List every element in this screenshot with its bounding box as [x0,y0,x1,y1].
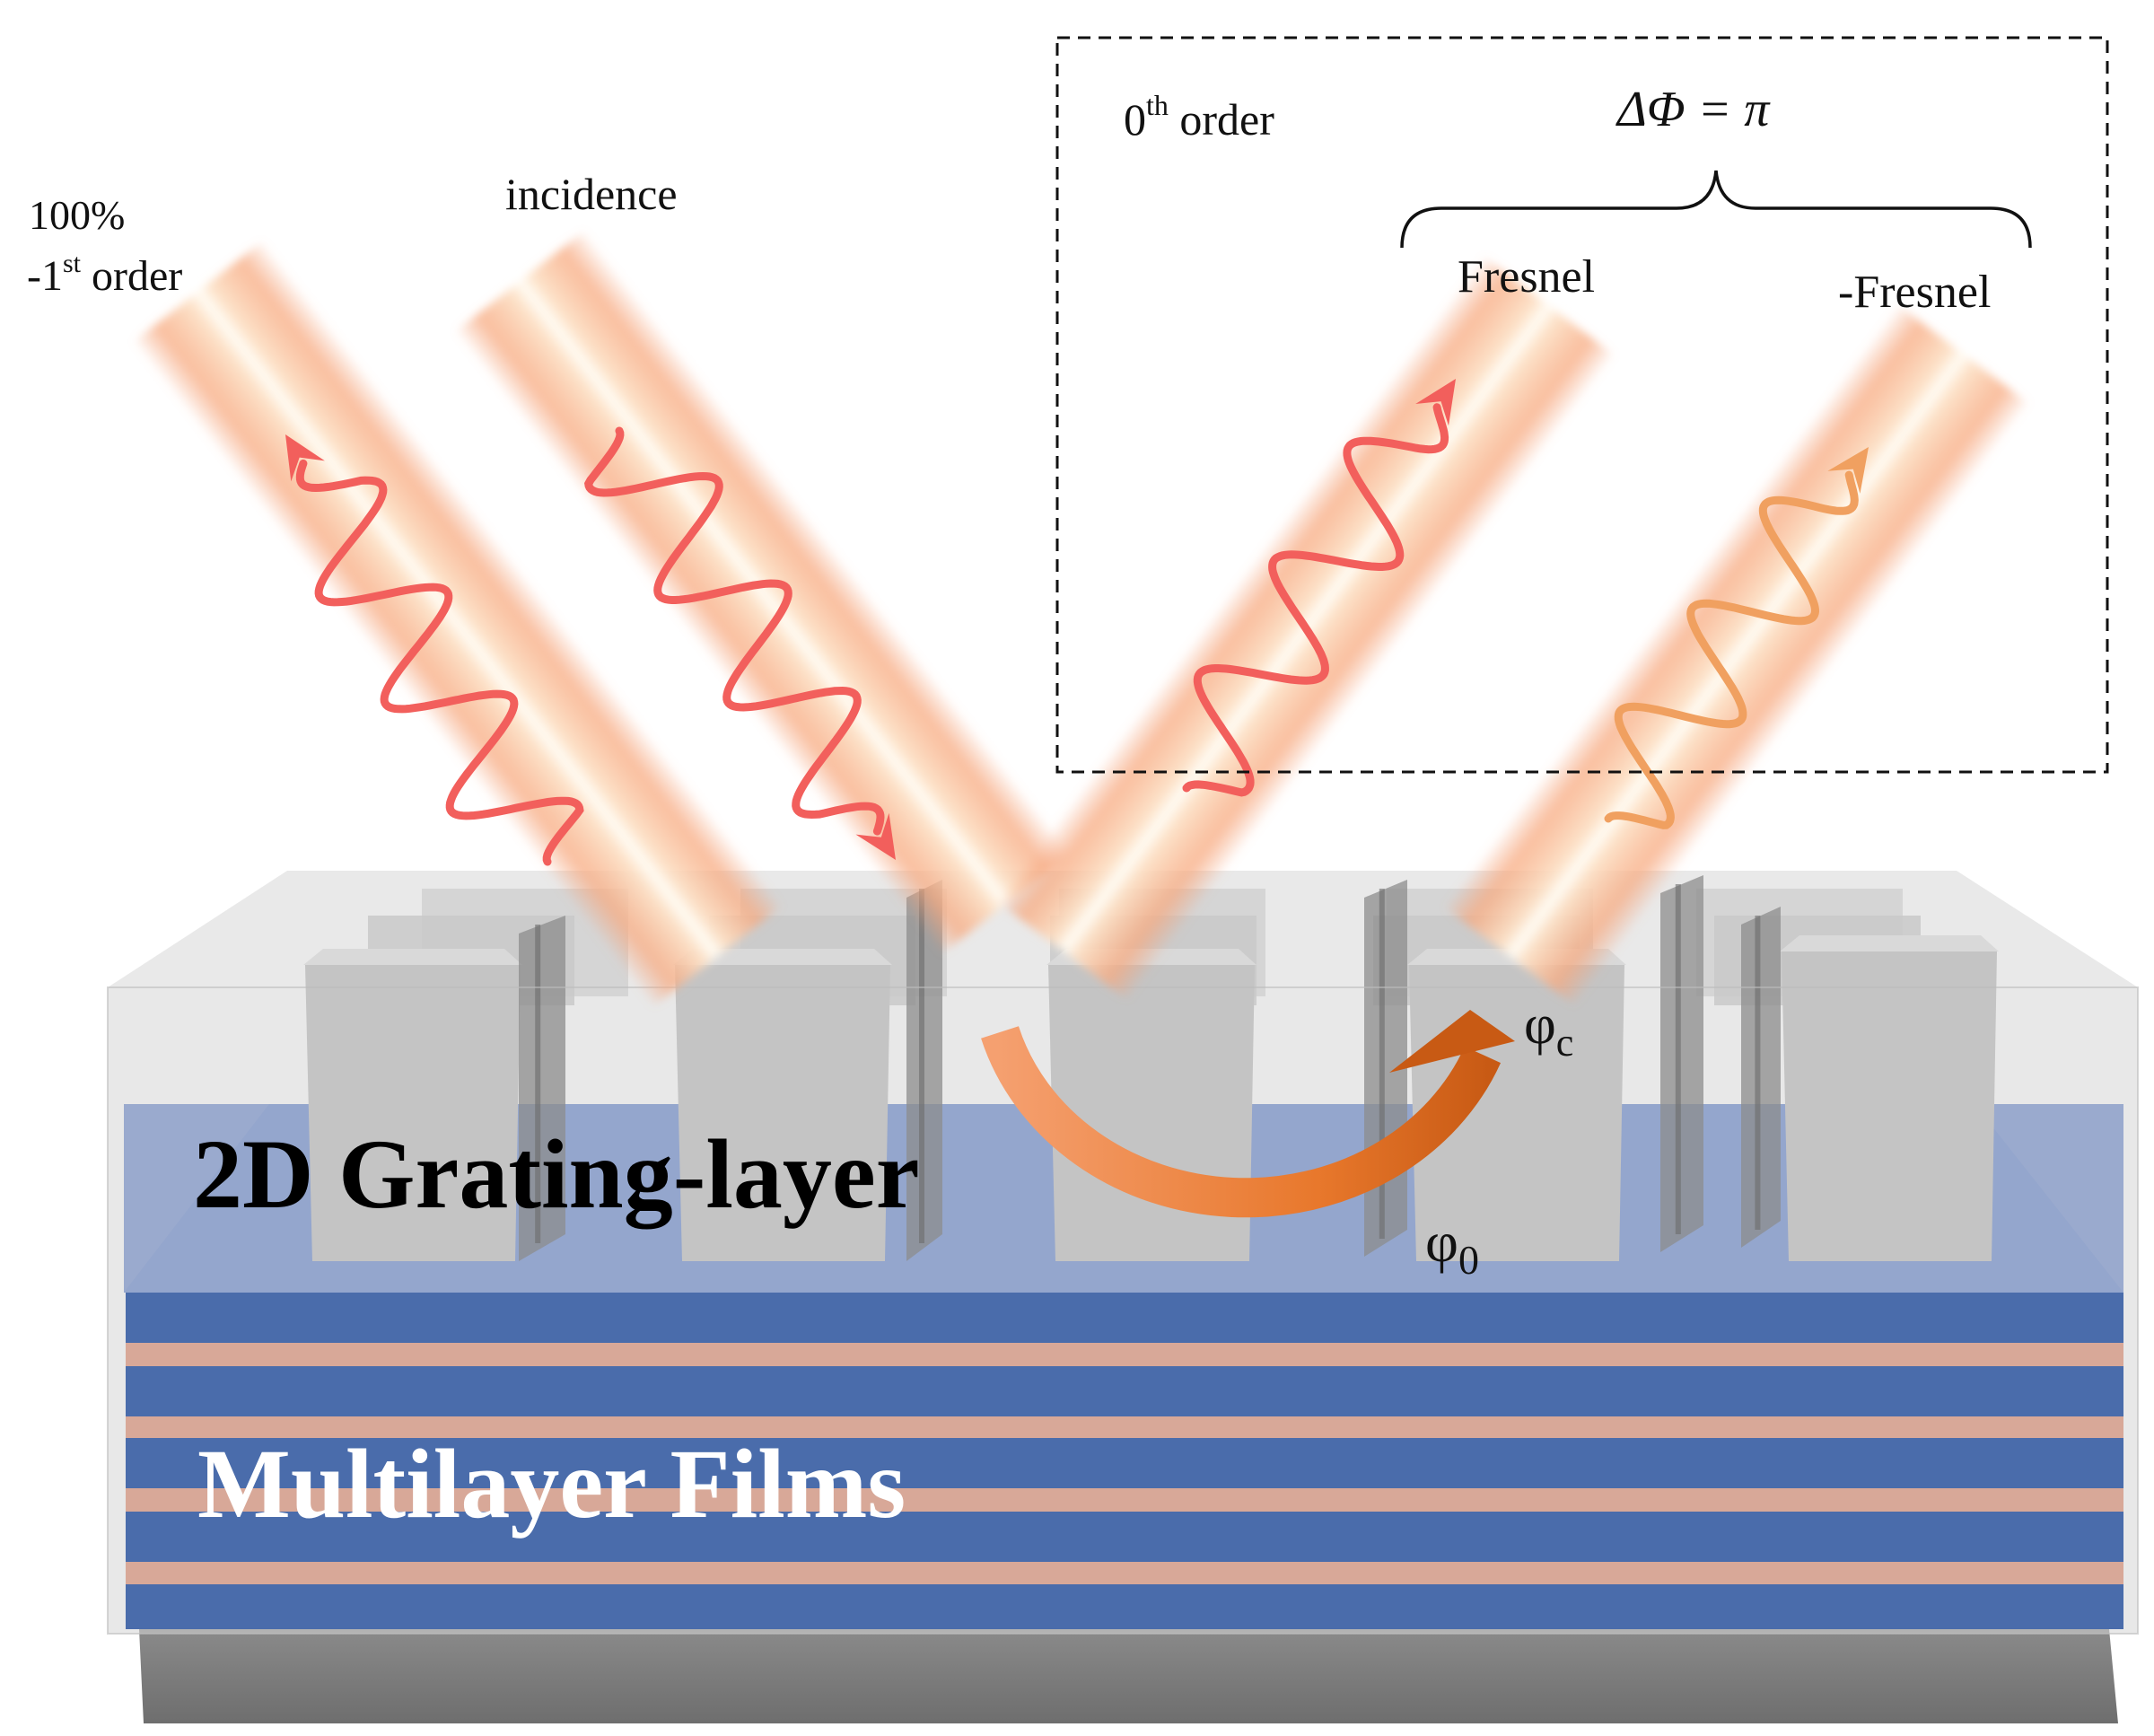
multilayer-films [126,1293,2123,1629]
substrate-base [139,1629,2118,1723]
zeroth-prefix: 0 [1124,94,1146,145]
film-blue-layer [126,1366,2123,1416]
minus-first-order-arrowhead [285,434,325,482]
minus-first-suffix: order [81,252,182,300]
zeroth-sup: th [1146,89,1169,121]
incidence-arrowhead [855,812,896,860]
phi-0-base: φ [1425,1210,1458,1274]
film-pink-layer [126,1416,2123,1438]
fresnel-arrowhead [1415,379,1456,426]
fresnel-wave [1182,403,1449,797]
phi-0-sub: 0 [1458,1237,1479,1283]
grating-pillar [675,965,890,1261]
minus-first-prefix: -1 [27,252,63,300]
grating-pillar-edge [1379,889,1385,1239]
grating-layer-label: 2D Grating-layer [193,1119,920,1229]
zeroth-order-label: 0th order [1124,89,1274,145]
grating-pillar-top [1780,935,1999,951]
film-blue-layer [126,1512,2123,1562]
phi-c-label: φc [1524,995,1573,1065]
phi-c-base: φ [1524,995,1556,1056]
device-structure [107,871,2139,1723]
incidence-beam [454,230,1072,955]
fresnel-label: Fresnel [1458,251,1595,302]
neg-fresnel-beam [1443,304,2030,1006]
incidence-label: incidence [505,169,678,219]
neg-fresnel-label: -Fresnel [1838,267,1991,318]
minus-first-order-label: -1st order [27,249,182,300]
neg-fresnel-arrowhead [1827,447,1869,494]
minus-first-order-beam [133,240,783,1008]
phi-0-label: φ0 [1425,1210,1479,1283]
phase-arc-body [981,1026,1502,1218]
curly-brace [1400,170,2032,249]
zeroth-suffix: order [1169,94,1274,145]
grating-pillar-edge [919,889,924,1243]
film-blue-layer [126,1584,2123,1629]
minus-first-sup: st [63,249,82,278]
percent-label: 100% [29,192,125,238]
grating-pillar [1048,965,1255,1261]
film-pink-layer [126,1343,2123,1366]
grating-pillar [1782,951,1997,1261]
grating-pillar [305,965,521,1261]
film-blue-layer [126,1293,2123,1343]
zeroth-order-box [1055,36,2109,774]
incidence-wave [584,426,885,836]
grating-pillar-edge [1755,916,1761,1230]
phi-c-sub: c [1556,1021,1574,1065]
grating-pillar-side [519,916,565,1261]
beams [133,230,2030,1008]
phase-arc [981,1010,1515,1218]
grating-pillar-side [1741,907,1781,1248]
delta-phi-label: ΔΦ = π [1616,82,1771,137]
neg-fresnel-wave [1604,470,1859,829]
grating-pillar-side [1660,875,1703,1252]
grating-pillar-top [303,949,522,965]
waves [285,379,1869,866]
minus-first-order-wave [295,459,584,866]
film-blue-layer [126,1438,2123,1488]
film-pink-layer [126,1488,2123,1512]
phase-arc-arrowhead [1389,1010,1515,1073]
grating-pillar-edge [1675,884,1681,1234]
film-pink-layer [126,1562,2123,1584]
grating-pillar-edge [535,925,541,1243]
multilayer-films-label: Multilayer Films [197,1429,906,1539]
grating-pillar-top [673,949,892,965]
